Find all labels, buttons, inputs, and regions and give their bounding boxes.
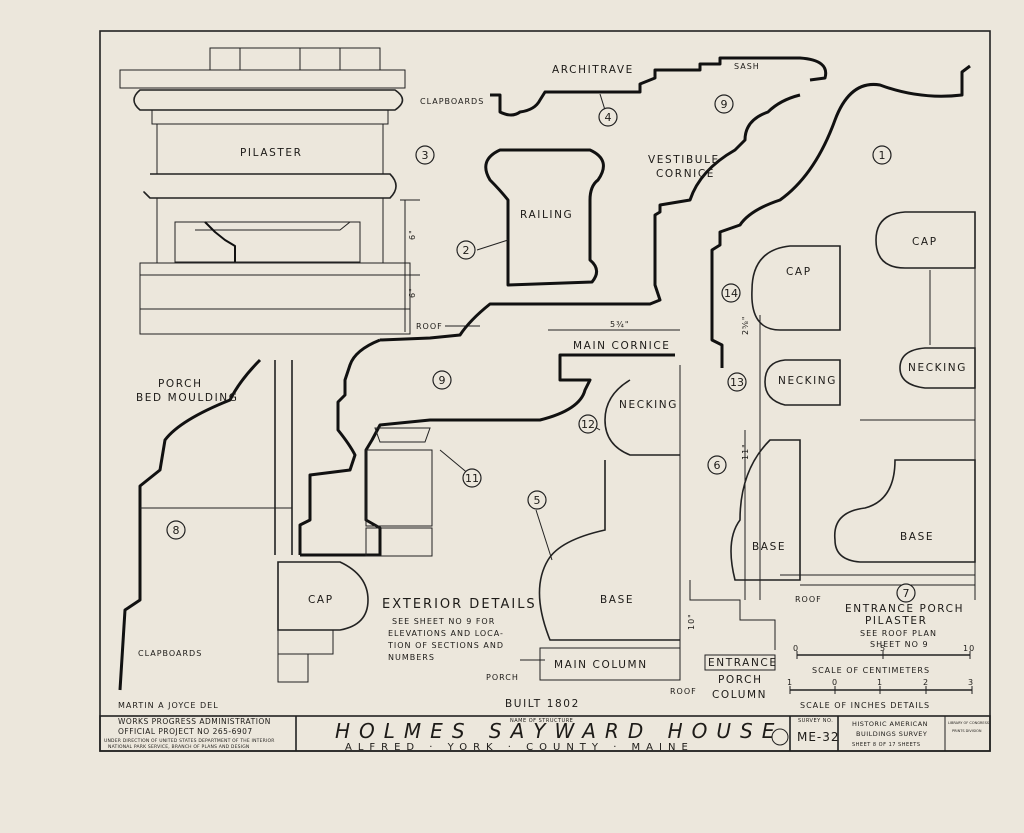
label-base-center: BASE xyxy=(600,594,634,606)
label-base-right-a: BASE xyxy=(752,541,786,553)
label-cap-bottom-left: CAP xyxy=(308,594,334,606)
label-entrance-3: COLUMN xyxy=(712,689,767,701)
dim-532: 5¾" xyxy=(610,320,630,329)
label-roof-bottom: ROOF xyxy=(670,687,697,696)
library-line-2: PRINTS DIVISION xyxy=(952,729,982,733)
scale-cm-10: 10 xyxy=(963,644,975,653)
label-base-right-b: BASE xyxy=(900,531,934,543)
label-vestibule-2: CORNICE xyxy=(656,168,715,180)
habs-line-1: HISTORIC AMERICAN xyxy=(852,720,928,728)
profile-bed-moulding xyxy=(298,338,381,555)
label-ext-note-1: SEE SHEET NO 9 FOR xyxy=(392,617,495,626)
label-ext-note-4: NUMBERS xyxy=(388,653,435,662)
structure-name: HOLMES SAYWARD HOUSE xyxy=(335,719,783,743)
detail-number-9b: 9 xyxy=(439,374,446,387)
library-line-1: LIBRARY OF CONGRESS xyxy=(948,721,990,725)
profile-porch-bed xyxy=(118,358,262,691)
detail-number-circles: 1 2 3 4 5 6 7 8 9 9 11 12 13 14 xyxy=(166,94,916,603)
detail-number-8: 8 xyxy=(173,524,180,537)
title-block xyxy=(99,715,991,752)
scale-bars xyxy=(789,651,973,694)
label-architrave: ARCHITRAVE xyxy=(552,64,634,76)
scale-cm-5: 5 xyxy=(880,644,886,653)
scale-in-1: 1 xyxy=(877,678,883,687)
label-scale-cm: SCALE OF CENTIMETERS xyxy=(812,666,930,675)
label-ext-note-2: ELEVATIONS AND LOCA- xyxy=(388,629,504,638)
scale-in-2: 2 xyxy=(923,678,929,687)
name-caption: NAME OF STRUCTURE xyxy=(510,718,573,724)
label-necking-right-b: NECKING xyxy=(908,362,967,374)
label-ext-note-3: TION OF SECTIONS AND xyxy=(387,641,504,650)
label-main-column: MAIN COLUMN xyxy=(554,659,648,671)
label-exterior-details: EXTERIOR DETAILS xyxy=(382,597,537,612)
label-porch-bed-2: BED MOULDING xyxy=(136,392,239,404)
label-pilaster: PILASTER xyxy=(240,147,303,159)
label-epp-2: PILASTER xyxy=(865,615,928,627)
label-built: BUILT 1802 xyxy=(505,698,580,710)
label-entrance-1: ENTRANCE xyxy=(708,657,778,669)
habs-line-2: BUILDINGS SURVEY xyxy=(856,730,927,738)
dim-2: 2⅝" xyxy=(741,315,750,335)
label-clapboards-bottom: CLAPBOARDS xyxy=(138,649,202,658)
label-necking-center: NECKING xyxy=(619,399,678,411)
scale-in-3: 3 xyxy=(968,678,974,687)
label-entrance-2: PORCH xyxy=(718,674,763,686)
sheet-number: SHEET 8 OF 17 SHEETS xyxy=(852,742,921,748)
label-clapboards-top: CLAPBOARDS xyxy=(420,97,484,106)
profile-cornice-1 xyxy=(710,64,971,368)
label-sash: SASH xyxy=(734,62,760,71)
wpa-line-2: OFFICIAL PROJECT NO 265-6907 xyxy=(118,727,253,736)
profile-architrave xyxy=(490,56,828,117)
profile-railing xyxy=(484,148,605,287)
label-railing: RAILING xyxy=(520,209,573,221)
detail-number-4: 4 xyxy=(605,111,612,124)
detail-number-6: 6 xyxy=(714,459,721,472)
profile-cornice-9 xyxy=(379,93,801,342)
detail-pilaster-elevation xyxy=(119,47,420,335)
wpa-line-4: NATIONAL PARK SERVICE, BRANCH OF PLANS A… xyxy=(108,744,249,750)
dim-6-b: 6" xyxy=(408,287,417,298)
dim-11: 11" xyxy=(741,443,750,460)
label-scale-in: SCALE OF INCHES DETAILS xyxy=(800,701,930,710)
detail-number-3: 3 xyxy=(422,149,429,162)
survey-number: ME-32 xyxy=(797,730,840,744)
label-necking-right-a: NECKING xyxy=(778,375,837,387)
location: ALFRED · YORK · COUNTY · MAINE xyxy=(345,742,694,753)
scale-in-1a: 1 xyxy=(787,678,793,687)
label-roof-left: ROOF xyxy=(416,322,443,331)
detail-number-13: 13 xyxy=(730,376,744,389)
label-porch: PORCH xyxy=(486,673,519,682)
detail-number-9a: 9 xyxy=(721,98,728,111)
detail-number-1: 1 xyxy=(879,149,886,162)
scale-cm-0: 0 xyxy=(793,644,799,653)
detail-number-2: 2 xyxy=(463,244,470,257)
label-epp-4: SHEET NO 9 xyxy=(870,640,929,649)
dim-10: 10" xyxy=(687,613,696,630)
scale-in-0: 0 xyxy=(832,678,838,687)
label-main-cornice: MAIN CORNICE xyxy=(573,340,671,352)
label-vestibule-1: VESTIBULE xyxy=(648,154,720,166)
wpa-line-1: WORKS PROGRESS ADMINISTRATION xyxy=(118,717,271,726)
detail-number-12: 12 xyxy=(581,418,595,431)
detail-number-11: 11 xyxy=(465,472,479,485)
dim-6-a: 6" xyxy=(408,229,417,240)
survey-caption: SURVEY NO. xyxy=(798,718,833,724)
label-epp-1: ENTRANCE PORCH xyxy=(845,603,964,615)
label-drafter: MARTIN A JOYCE DEL xyxy=(118,701,219,710)
label-cap-right-b: CAP xyxy=(912,236,938,248)
detail-number-5: 5 xyxy=(534,494,541,507)
label-epp-3: SEE ROOF PLAN xyxy=(860,629,937,638)
label-porch-bed-1: PORCH xyxy=(158,378,203,390)
detail-number-14: 14 xyxy=(724,287,738,300)
detail-number-7: 7 xyxy=(903,587,910,600)
label-roof-right: ROOF xyxy=(795,595,822,604)
wpa-line-3: UNDER DIRECTION OF UNITED STATES DEPARTM… xyxy=(104,738,275,744)
label-cap-right-a: CAP xyxy=(786,266,812,278)
